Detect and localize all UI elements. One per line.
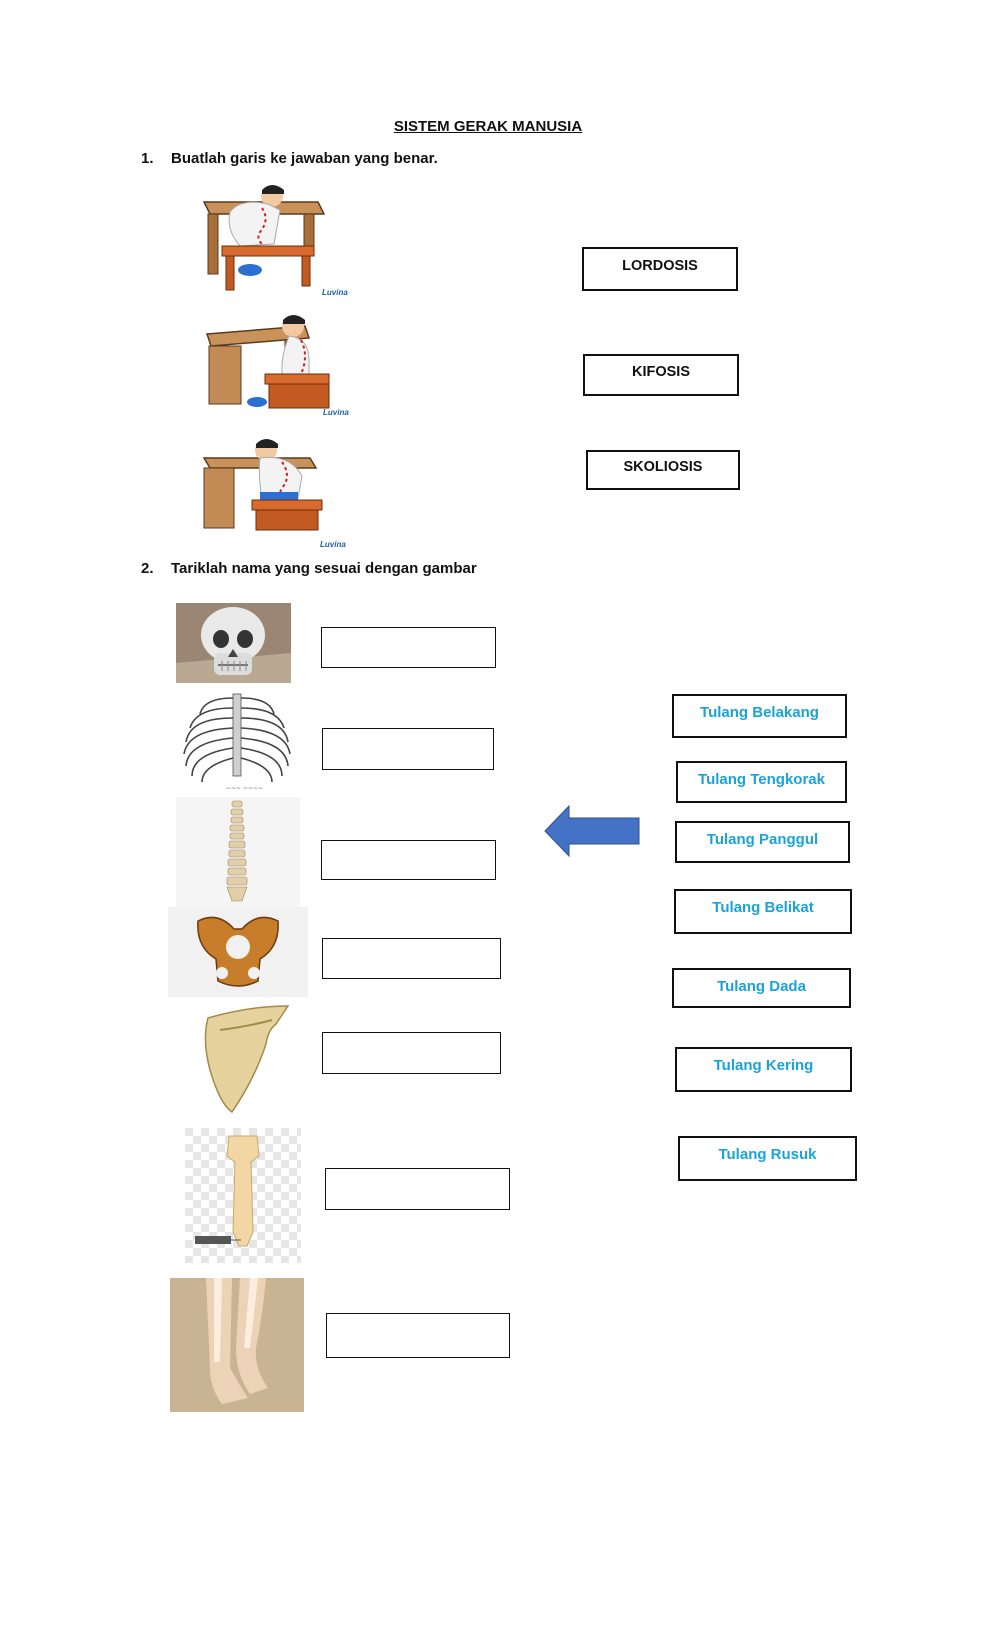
left-arrow-icon — [543, 804, 641, 858]
answer-label-kifosis: KIFOSIS — [631, 364, 690, 380]
blank-box-6[interactable] — [325, 1168, 510, 1210]
option-tulang-tengkorak[interactable]: Tulang Tengkorak — [676, 761, 847, 803]
sternum-image — [185, 1128, 301, 1263]
blank-box-2[interactable] — [322, 728, 494, 770]
option-label: Tulang Tengkorak — [698, 771, 825, 788]
brand-logo-3: Luvina — [320, 540, 346, 549]
option-tulang-rusuk[interactable]: Tulang Rusuk — [678, 1136, 857, 1181]
posture-image-1: Luvina — [200, 180, 360, 302]
answer-label-lordosis: LORDOSIS — [622, 258, 698, 274]
option-tulang-dada[interactable]: Tulang Dada — [672, 968, 851, 1008]
skull-image — [176, 603, 291, 683]
option-tulang-panggul[interactable]: Tulang Panggul — [675, 821, 850, 863]
question-1-text: Buatlah garis ke jawaban yang benar. — [171, 150, 438, 167]
option-tulang-belakang[interactable]: Tulang Belakang — [672, 694, 847, 738]
page-title: SISTEM GERAK MANUSIA — [393, 118, 583, 135]
option-label: Tulang Panggul — [706, 831, 819, 848]
question-2-number: 2. — [141, 560, 154, 577]
answer-box-skoliosis[interactable]: SKOLIOSIS — [586, 450, 740, 490]
option-label: Tulang Belikat — [712, 899, 814, 916]
blank-box-5[interactable] — [322, 1032, 501, 1074]
answer-box-kifosis[interactable]: KIFOSIS — [583, 354, 739, 396]
option-label: Tulang Belakang — [700, 704, 819, 721]
option-label: Tulang Rusuk — [718, 1146, 817, 1163]
blank-box-4[interactable] — [322, 938, 501, 979]
blank-box-7[interactable] — [326, 1313, 510, 1358]
svg-text:~~~ ~~~~: ~~~ ~~~~ — [226, 785, 263, 792]
posture-image-3: Luvina — [200, 436, 360, 554]
leg-bone-image — [170, 1278, 304, 1412]
rib-cage-image: ~~~ ~~~~ — [176, 684, 298, 796]
scapula-image — [180, 1000, 300, 1118]
question-1: 1. Buatlah garis ke jawaban yang benar. — [141, 150, 438, 167]
brand-logo-2: Luvina — [323, 408, 349, 417]
option-tulang-kering[interactable]: Tulang Kering — [675, 1047, 852, 1092]
option-label: Tulang Kering — [713, 1057, 814, 1074]
question-2: 2. Tariklah nama yang sesuai dengan gamba… — [141, 560, 477, 577]
option-label: Tulang Dada — [717, 978, 806, 995]
question-1-number: 1. — [141, 150, 154, 167]
option-tulang-belikat[interactable]: Tulang Belikat — [674, 889, 852, 934]
blank-box-3[interactable] — [321, 840, 496, 880]
brand-logo-1: Luvina — [322, 288, 348, 297]
posture-image-2: Luvina — [205, 312, 360, 424]
answer-label-skoliosis: SKOLIOSIS — [623, 459, 703, 475]
pelvis-image — [168, 907, 308, 997]
spine-image — [176, 797, 300, 907]
question-2-text: Tariklah nama yang sesuai dengan gambar — [171, 560, 477, 577]
answer-box-lordosis[interactable]: LORDOSIS — [582, 247, 738, 291]
blank-box-1[interactable] — [321, 627, 496, 668]
